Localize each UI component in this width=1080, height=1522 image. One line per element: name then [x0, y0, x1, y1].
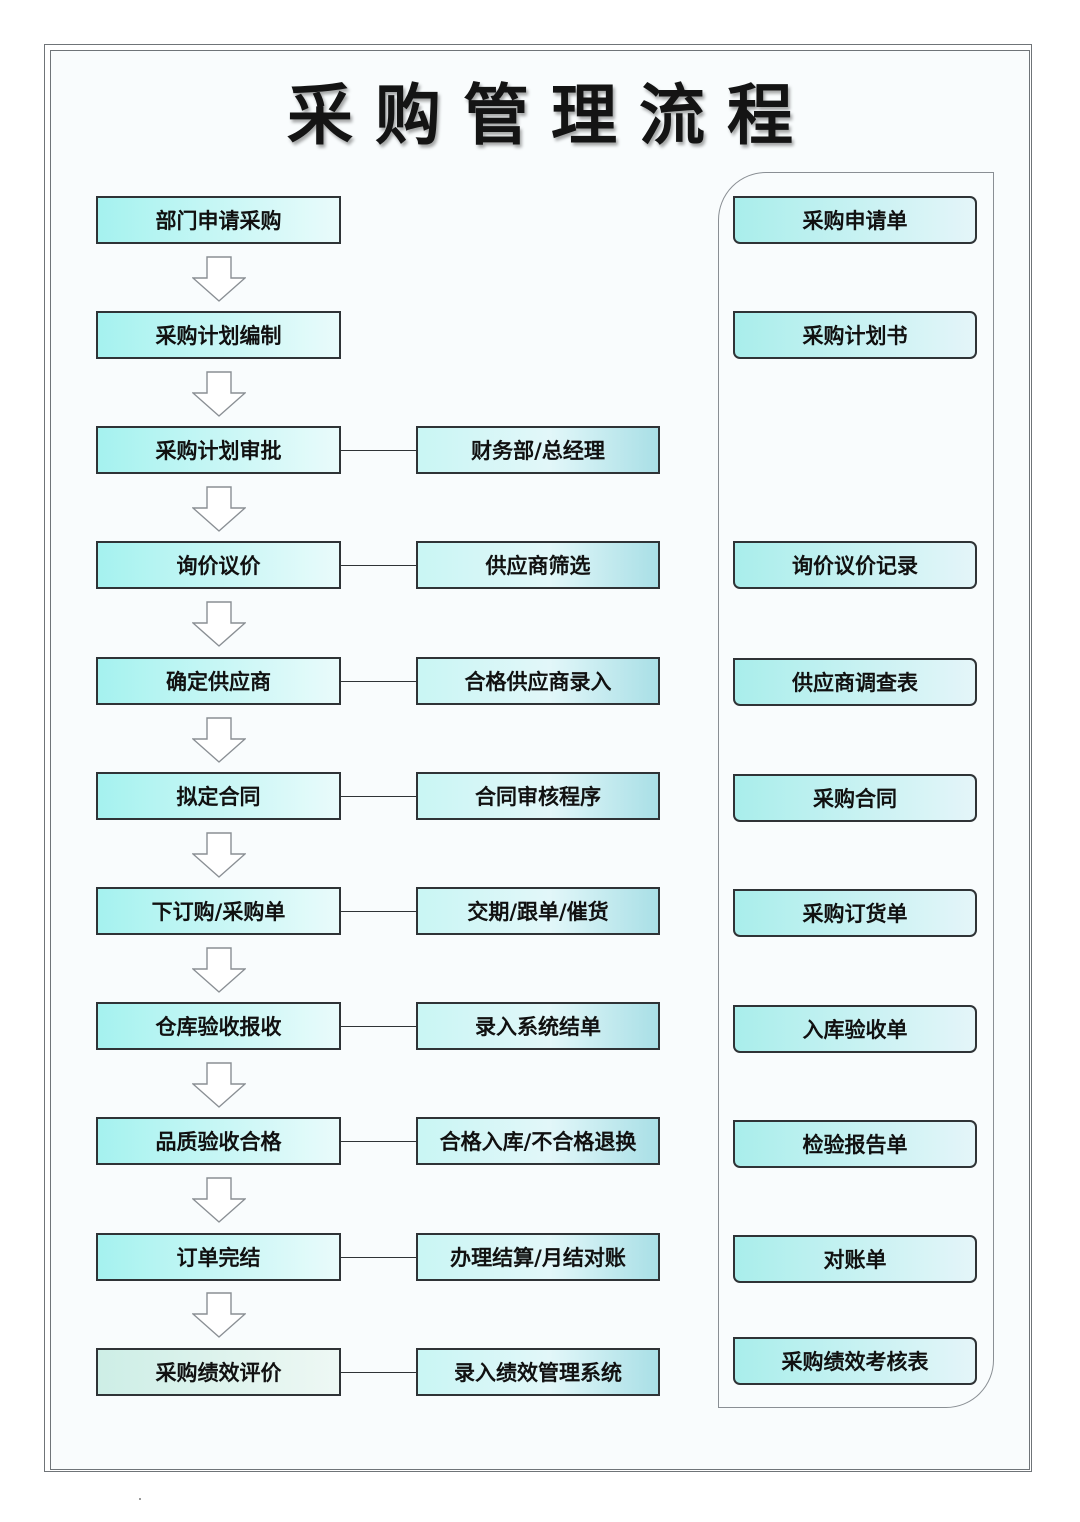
- document-box-11[interactable]: 采购绩效考核表: [733, 1337, 977, 1385]
- down-arrow-icon: [192, 486, 246, 532]
- document-box-5[interactable]: 供应商调查表: [733, 658, 977, 706]
- related-box-10[interactable]: 办理结算/月结对账: [416, 1233, 660, 1281]
- related-box-11[interactable]: 录入绩效管理系统: [416, 1348, 660, 1396]
- related-box-7[interactable]: 交期/跟单/催货: [416, 887, 660, 935]
- connector-line: [341, 450, 416, 451]
- down-arrow-icon: [192, 1177, 246, 1223]
- connector-line: [341, 1257, 416, 1258]
- document-box-1[interactable]: 采购申请单: [733, 196, 977, 244]
- document-box-9[interactable]: 检验报告单: [733, 1120, 977, 1168]
- step-box-2[interactable]: 采购计划编制: [96, 311, 341, 359]
- connector-line: [341, 1026, 416, 1027]
- down-arrow-icon: [192, 1062, 246, 1108]
- down-arrow-icon: [192, 832, 246, 878]
- down-arrow-icon: [192, 371, 246, 417]
- down-arrow-icon: [192, 1292, 246, 1338]
- step-box-3[interactable]: 采购计划审批: [96, 426, 341, 474]
- connector-line: [341, 911, 416, 912]
- connector-line: [341, 681, 416, 682]
- down-arrow-icon: [192, 601, 246, 647]
- connector-line: [341, 1141, 416, 1142]
- speck-dot: [139, 1498, 141, 1500]
- step-box-1[interactable]: 部门申请采购: [96, 196, 341, 244]
- document-box-8[interactable]: 入库验收单: [733, 1005, 977, 1053]
- down-arrow-icon: [192, 947, 246, 993]
- document-box-10[interactable]: 对账单: [733, 1235, 977, 1283]
- step-box-6[interactable]: 拟定合同: [96, 772, 341, 820]
- document-box-2[interactable]: 采购计划书: [733, 311, 977, 359]
- related-box-8[interactable]: 录入系统结单: [416, 1002, 660, 1050]
- connector-line: [341, 1372, 416, 1373]
- related-box-3[interactable]: 财务部/总经理: [416, 426, 660, 474]
- document-box-6[interactable]: 采购合同: [733, 774, 977, 822]
- related-box-6[interactable]: 合同审核程序: [416, 772, 660, 820]
- page-title: 采购管理流程: [287, 77, 815, 154]
- step-box-8[interactable]: 仓库验收报收: [96, 1002, 341, 1050]
- step-box-9[interactable]: 品质验收合格: [96, 1117, 341, 1165]
- related-box-5[interactable]: 合格供应商录入: [416, 657, 660, 705]
- related-box-4[interactable]: 供应商筛选: [416, 541, 660, 589]
- connector-line: [341, 796, 416, 797]
- connector-line: [341, 565, 416, 566]
- step-box-7[interactable]: 下订购/采购单: [96, 887, 341, 935]
- document-box-7[interactable]: 采购订货单: [733, 889, 977, 937]
- step-box-4[interactable]: 询价议价: [96, 541, 341, 589]
- down-arrow-icon: [192, 717, 246, 763]
- step-box-10[interactable]: 订单完结: [96, 1233, 341, 1281]
- down-arrow-icon: [192, 256, 246, 302]
- related-box-9[interactable]: 合格入库/不合格退换: [416, 1117, 660, 1165]
- step-box-5[interactable]: 确定供应商: [96, 657, 341, 705]
- documents-panel: [718, 172, 994, 1408]
- outer-frame: [44, 44, 1032, 1472]
- step-box-11[interactable]: 采购绩效评价: [96, 1348, 341, 1396]
- document-box-4[interactable]: 询价议价记录: [733, 541, 977, 589]
